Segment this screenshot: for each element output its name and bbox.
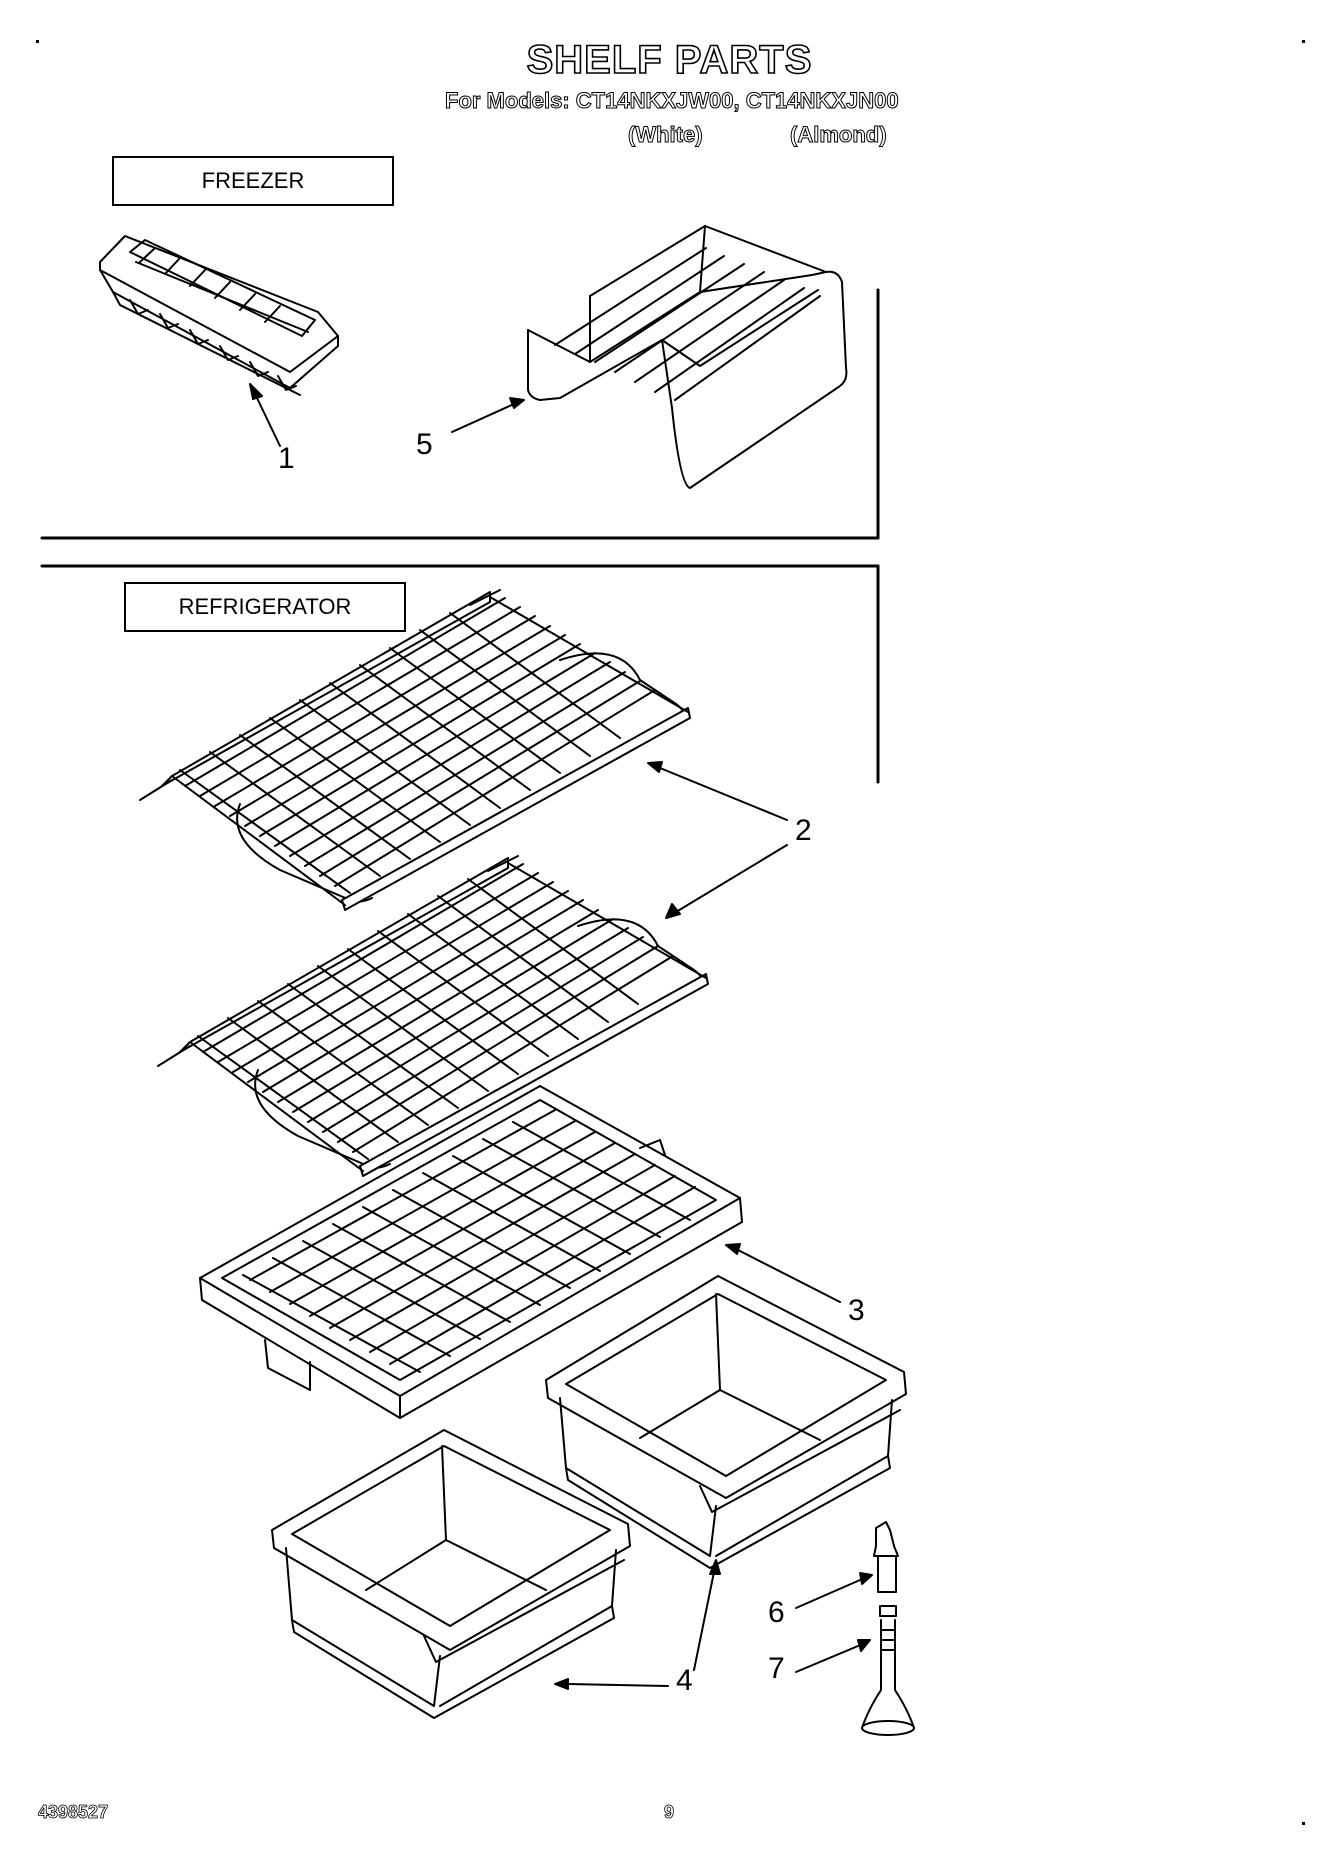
leader-line-3 (725, 1243, 841, 1303)
refrigerator-section-label: REFRIGERATOR (124, 582, 406, 632)
refrigerator-wire-shelf-upper (139, 589, 691, 911)
freezer-wire-shelf-part (527, 225, 848, 489)
corner-mark-bottom-right (1302, 1822, 1305, 1825)
leader-line-1 (249, 383, 281, 447)
leader-line-4a (693, 1559, 721, 1671)
corner-mark-top-right (1302, 40, 1305, 43)
callout-6: 6 (768, 1596, 785, 1629)
color-almond-label: (Almond) (790, 122, 888, 148)
callout-1: 1 (278, 442, 295, 475)
leader-line-6 (795, 1572, 873, 1609)
leader-line-4b (554, 1678, 669, 1690)
callout-3: 3 (848, 1294, 865, 1327)
callout-5: 5 (416, 428, 433, 461)
callout-4: 4 (676, 1664, 693, 1697)
page-number: 9 (664, 1802, 675, 1823)
crisper-drawer-right (545, 1275, 907, 1569)
document-number: 4398527 (38, 1802, 109, 1823)
ice-tray-part (99, 235, 339, 396)
page-title: SHELF PARTS (526, 37, 813, 83)
leader-line-2a (647, 761, 788, 821)
refrigerator-wire-shelf-lower (157, 855, 709, 1177)
refrigerator-frame-lines (40, 564, 880, 784)
freezer-frame-lines (40, 288, 880, 540)
leveling-leg-part (861, 1521, 915, 1736)
corner-mark-top-left (36, 40, 39, 43)
crisper-drawer-left (271, 1429, 631, 1719)
leader-line-5 (451, 397, 525, 433)
callout-7: 7 (768, 1652, 785, 1685)
models-line: For Models: CT14NKXJW00, CT14NKXJN00 (445, 88, 900, 114)
callout-2: 2 (795, 814, 812, 847)
leader-line-7 (795, 1639, 871, 1673)
leader-line-2b (665, 844, 788, 919)
crisper-cover-part (199, 1085, 743, 1419)
freezer-section-label: FREEZER (112, 156, 394, 206)
color-white-label: (White) (628, 122, 704, 148)
